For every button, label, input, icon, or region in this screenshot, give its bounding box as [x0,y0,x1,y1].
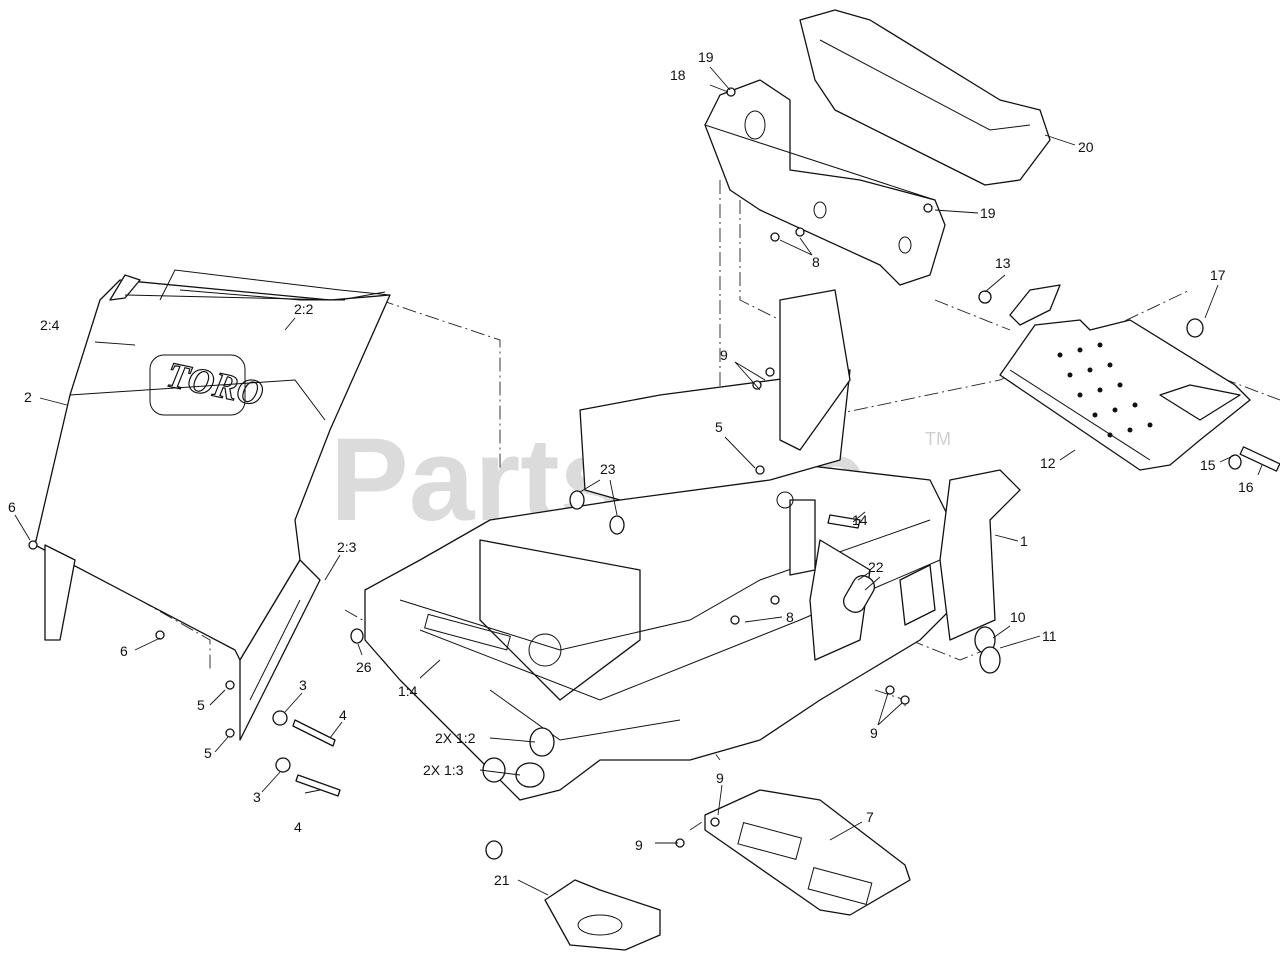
callout-3-upper: 3 [299,677,307,693]
callout-1-4: 1:4 [398,683,418,699]
callout-21: 21 [494,872,510,888]
watermark-tm: TM [925,429,951,449]
callout-18: 18 [670,67,686,83]
callout-17: 17 [1210,267,1226,283]
callout-8-upper: 8 [812,254,820,270]
callout-9-bottom: 9 [716,770,724,786]
callout-1: 1 [1020,533,1028,549]
callout-labels: 2 2:4 2:2 2:3 6 6 5 5 3 3 4 4 26 1:4 2X … [8,49,1254,888]
leader-lines [14,66,1263,896]
main-frame-assembly [364,289,1021,801]
callout-5-lower: 5 [204,745,212,761]
callout-2-3: 2:3 [337,539,357,555]
callout-11: 11 [1042,628,1057,644]
callout-4-upper: 4 [339,707,347,723]
callout-20: 20 [1078,139,1094,155]
callout-2-2: 2:2 [294,301,314,317]
callout-19-top: 19 [698,49,714,65]
callout-7: 7 [866,809,874,825]
callout-13: 13 [995,255,1011,271]
callout-9-upper: 9 [720,347,728,363]
callout-2x-1-2: 2X 1:2 [435,730,476,746]
callout-2: 2 [24,389,32,405]
callout-4-lower: 4 [294,819,302,835]
foot-platform [999,284,1251,471]
callout-22: 22 [868,559,884,575]
callout-15: 15 [1200,457,1216,473]
callout-16: 16 [1238,479,1254,495]
callout-14: 14 [852,512,868,528]
callout-3-lower: 3 [253,789,261,805]
callout-5-center: 5 [715,419,723,435]
lower-foot-plate [704,789,911,916]
callout-19-right: 19 [980,205,996,221]
front-cowl-assembly: TORO [34,269,391,741]
callout-5-upper: 5 [197,697,205,713]
callout-10: 10 [1010,609,1026,625]
callout-6-bottom: 6 [120,643,128,659]
seat-assembly [704,9,1051,286]
callout-8-lower: 8 [786,609,794,625]
guard-plate [544,879,661,951]
callout-23: 23 [600,461,616,477]
callout-12: 12 [1040,455,1056,471]
callout-2-4: 2:4 [40,317,60,333]
hardware [28,87,1280,860]
callout-6-left: 6 [8,499,16,515]
callout-2x-1-3: 2X 1:3 [423,762,464,778]
callout-9-right: 9 [870,725,878,741]
callout-9-left: 9 [635,837,643,853]
callout-26: 26 [356,659,372,675]
